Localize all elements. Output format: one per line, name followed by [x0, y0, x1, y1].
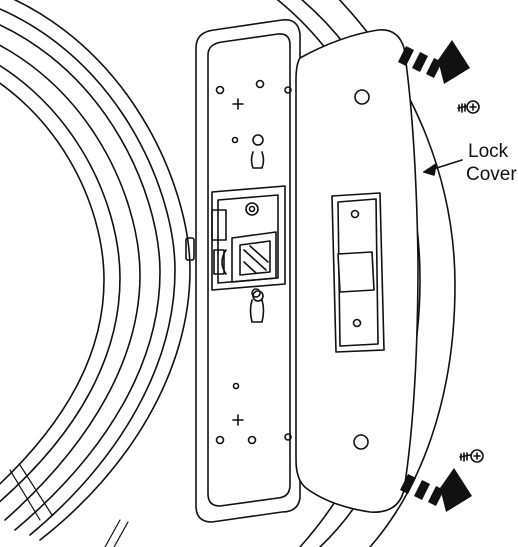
lock-cover-plate [295, 29, 419, 513]
callout-label-line1: Lock [468, 141, 509, 162]
cover-release-button [337, 251, 375, 293]
door-ring [0, 0, 195, 547]
callout-label-line2: Cover [466, 164, 517, 185]
door-latch-mechanism [211, 185, 286, 298]
cover-button-housing [331, 192, 385, 353]
screw-icon-top [457, 100, 480, 114]
dashed-arrow-icon-top [398, 40, 470, 84]
cover-screw-hole-bottom [353, 434, 369, 450]
dashed-arrow-icon-bottom [400, 468, 472, 512]
cover-screw-hole-top [354, 89, 370, 105]
screw-icon-bottom [459, 449, 484, 463]
callout-leader-arrow [423, 159, 463, 176]
